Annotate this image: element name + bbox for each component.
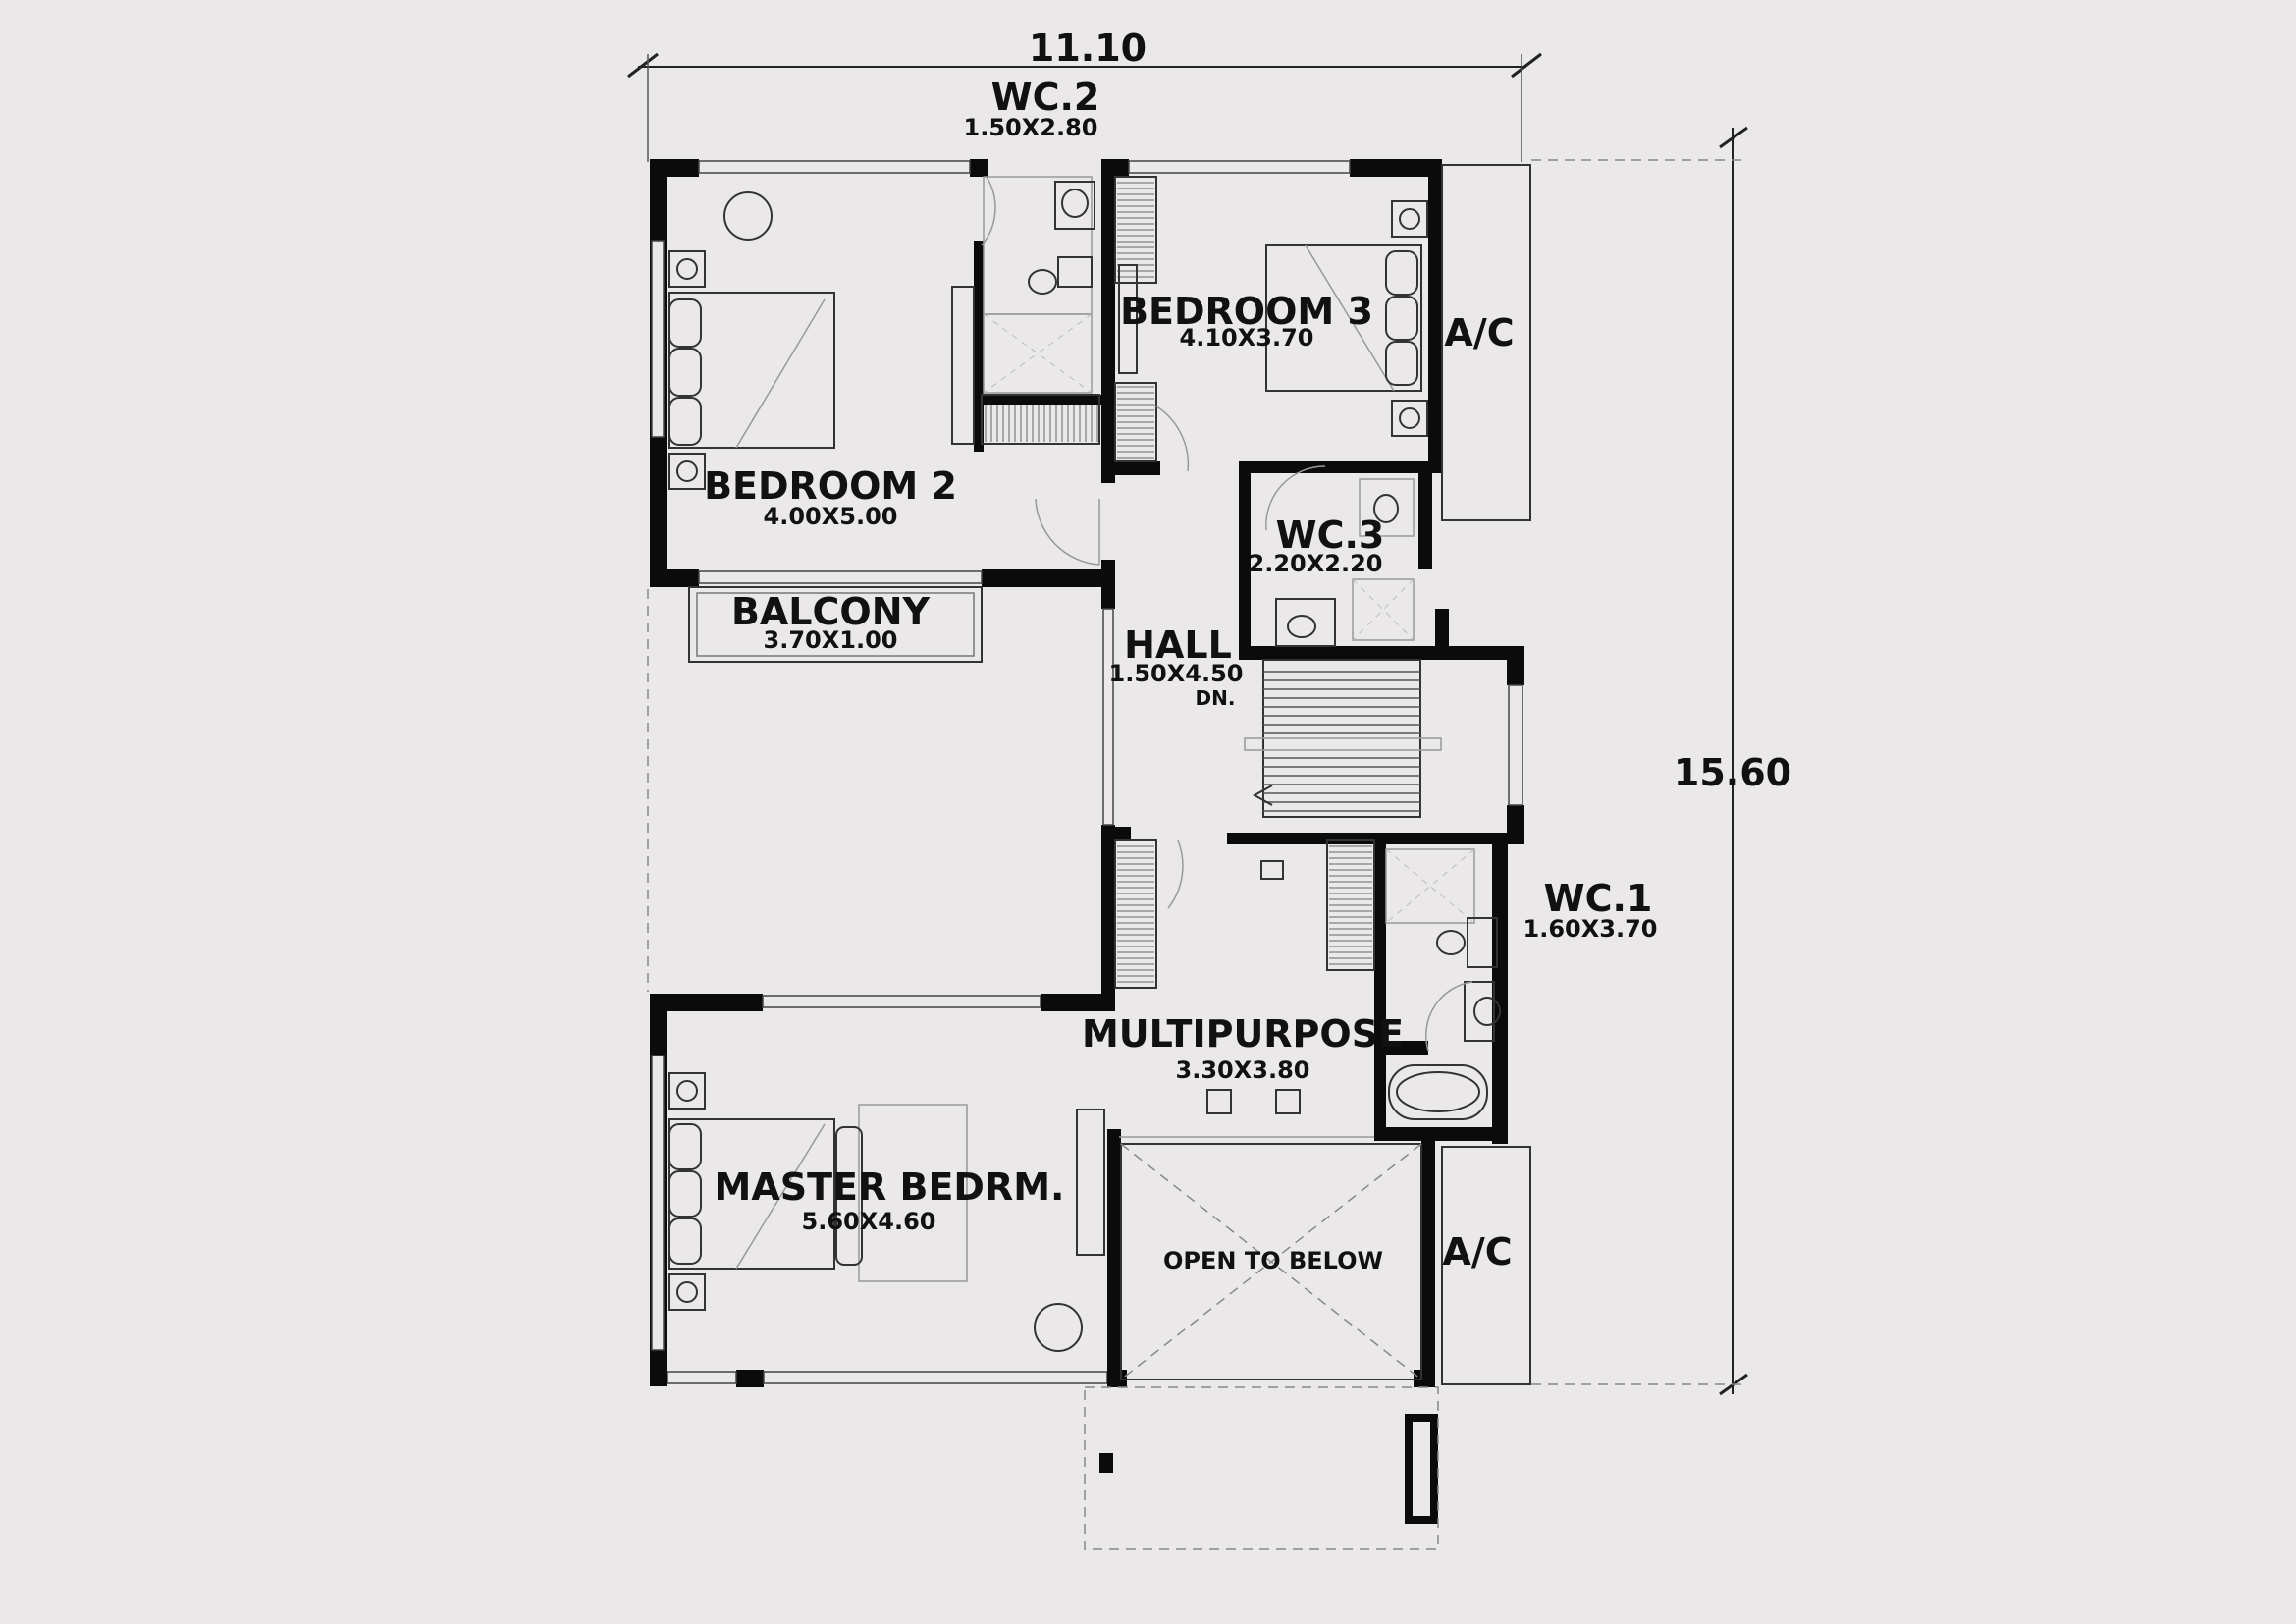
bedroom2-size: 4.00X5.00	[764, 503, 898, 530]
wc1-name: WC.1	[1544, 877, 1653, 920]
depth-dimension: 15.60	[1674, 751, 1791, 794]
multipurpose-name: MULTIPURPOSE	[1082, 1012, 1404, 1056]
ac-top-label: A/C	[1444, 311, 1514, 354]
master-bedroom-name: MASTER BEDRM.	[715, 1165, 1065, 1209]
master-bedroom-size: 5.60X4.60	[802, 1208, 936, 1235]
fixtures	[983, 176, 1501, 1120]
balcony-size: 3.70X1.00	[764, 626, 898, 654]
open-to-below-label: OPEN TO BELOW	[1163, 1247, 1383, 1274]
wc3-size: 2.20X2.20	[1249, 550, 1383, 577]
ac-bottom-label: A/C	[1442, 1230, 1512, 1273]
balcony-name: BALCONY	[731, 590, 931, 633]
room-labels: WC.2 1.50X2.80 BEDROOM 3 4.10X3.70 A/C B…	[704, 76, 1657, 1274]
walls	[650, 159, 1524, 1524]
multipurpose-size: 3.30X3.80	[1176, 1056, 1310, 1084]
closets	[981, 176, 1375, 989]
wc1-size: 1.60X3.70	[1523, 915, 1658, 943]
balcony-railing	[688, 586, 983, 663]
staircase	[1244, 659, 1442, 818]
doors	[981, 176, 1473, 1052]
bedroom2-name: BEDROOM 2	[704, 464, 957, 508]
open-to-below-area	[1119, 1136, 1422, 1380]
ac-units	[1084, 164, 1531, 1550]
hall-size: 1.50X4.50	[1109, 660, 1244, 687]
wc2-size: 1.50X2.80	[964, 114, 1098, 141]
furniture	[668, 191, 1428, 1352]
width-dimension: 11.10	[1029, 27, 1147, 70]
dimension-lines	[627, 52, 1748, 1396]
wc2-name: WC.2	[991, 76, 1100, 119]
hall-name: HALL	[1124, 623, 1232, 667]
wc3-name: WC.3	[1276, 514, 1385, 557]
stair-direction-note: DN.	[1196, 686, 1236, 710]
bedroom3-size: 4.10X3.70	[1180, 324, 1314, 352]
bedroom3-name: BEDROOM 3	[1120, 290, 1373, 333]
